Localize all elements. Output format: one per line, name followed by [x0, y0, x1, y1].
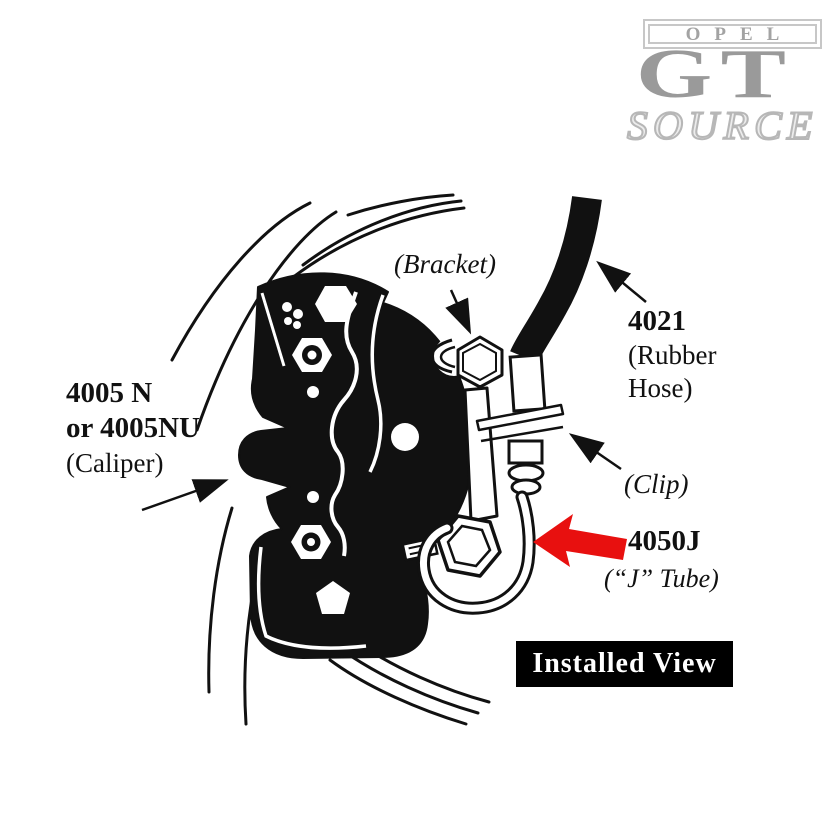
retaining-clip: [475, 403, 565, 443]
hose-label: 4021 (Rubber Hose): [628, 304, 716, 405]
chamfer-highlight: [260, 292, 286, 367]
caliper-label: 4005 N or 4005NU (Caliper): [66, 376, 200, 480]
hose-part-name-2: Hose): [628, 373, 693, 404]
installed-view-badge: Installed View: [516, 641, 733, 687]
mounting-arm: [463, 386, 499, 523]
fitting-collar: [507, 439, 545, 496]
caliper-body: [238, 272, 474, 659]
rubber-hose: [510, 195, 602, 364]
hose-fitting: [508, 353, 547, 413]
bracket-arrow: [445, 289, 472, 335]
caliper-lower-nut: [291, 525, 331, 559]
clip-label: (Clip): [624, 469, 689, 499]
caliper-part-number-2: or 4005NU: [66, 412, 200, 445]
caliper-bottom-hole: [316, 581, 350, 614]
gt-logo-text: GT: [636, 36, 795, 113]
clip-arrow: [568, 433, 622, 471]
piston-hole: [391, 423, 419, 451]
caliper-upper-nut: [292, 338, 332, 372]
jtube-part-name: (“J” Tube): [604, 564, 719, 593]
jtube-part-number: 4050J: [628, 525, 701, 557]
mount-hex-bolt: [436, 514, 502, 578]
caliper-part-number-1: 4005 N: [66, 377, 153, 409]
tire-edge-curves: [290, 193, 466, 280]
hose-part-number: 4021: [628, 305, 686, 337]
opel-logo-text: OPEL: [685, 23, 794, 45]
j-tube: [416, 490, 536, 615]
caliper-arrow: [141, 479, 229, 512]
pad-edge-highlight: [329, 291, 359, 557]
bracket-bolt: [430, 335, 504, 389]
hose-arrow: [596, 260, 647, 303]
opel-logo-inner-border: OPEL: [648, 24, 817, 44]
opel-logo-box: OPEL: [643, 19, 822, 49]
red-arrow-icon: [533, 514, 627, 567]
installed-view-text: Installed View: [532, 648, 717, 679]
annotation-arrows: [141, 260, 647, 512]
caliper-part-name: (Caliper): [66, 447, 164, 478]
caliper-pin-lower: [307, 491, 319, 503]
hose-part-name-1: (Rubber: [628, 340, 717, 371]
caliper-pin-upper: [307, 386, 319, 398]
disc-edge-highlight: [368, 294, 385, 473]
caliper-rivet-cluster: [282, 302, 303, 329]
source-logo-text: SOURCE: [626, 103, 818, 148]
lobe-contour-highlight: [256, 546, 367, 650]
bracket-label: (Bracket): [394, 249, 496, 279]
caliper-top-bolt: [315, 286, 357, 322]
